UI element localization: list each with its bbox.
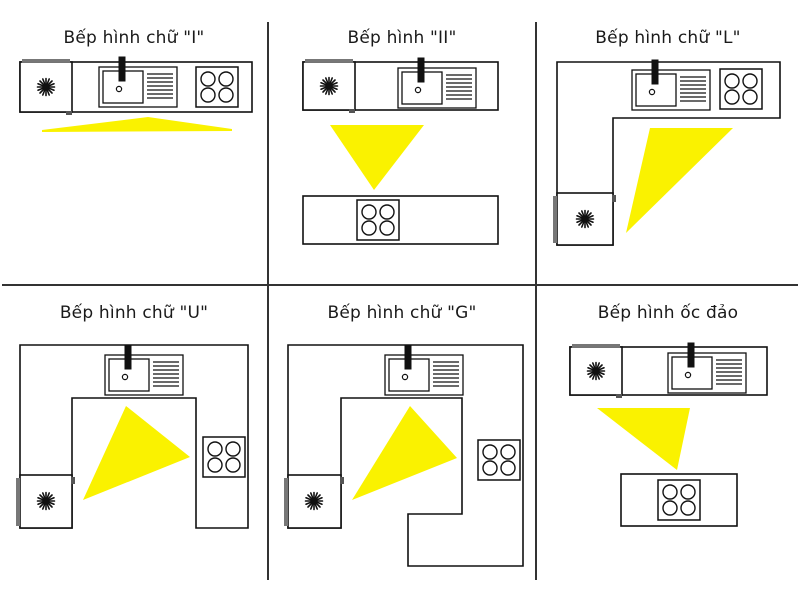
panel-u-shape	[16, 344, 249, 529]
work-triangle-l	[626, 128, 733, 233]
snowflake-icon	[319, 76, 339, 96]
snowflake-icon	[36, 491, 56, 511]
snowflake-icon	[586, 361, 606, 381]
four-burner-hob-icon	[356, 199, 400, 241]
work-triangle-ii	[330, 125, 424, 190]
panel-title-l-shape: Bếp hình chữ "L"	[595, 28, 741, 48]
panel-title-u-shape: Bếp hình chữ "U"	[59, 303, 209, 323]
snowflake-icon	[36, 77, 56, 97]
panel-title-island: Bếp hình ốc đảo	[597, 303, 739, 323]
snowflake-icon	[575, 209, 595, 229]
panel-dividers	[2, 22, 798, 580]
four-burner-hob-icon	[477, 439, 521, 481]
work-triangle-u	[83, 406, 190, 500]
panel-l-shape	[553, 59, 781, 246]
panel-title-i-shape: Bếp hình chữ "I"	[63, 28, 205, 48]
panel-island	[569, 342, 768, 527]
panel-g-shape	[284, 344, 524, 567]
counter-run-ii-lower	[302, 195, 499, 245]
work-triangle-island	[597, 408, 690, 470]
four-burner-hob-icon	[195, 66, 239, 108]
panel-title-g-shape: Bếp hình chữ "G"	[327, 303, 477, 323]
snowflake-icon	[304, 491, 324, 511]
four-burner-hob-icon	[202, 436, 246, 478]
panel-ii-shape	[302, 57, 499, 245]
work-triangle-i	[42, 117, 232, 132]
four-burner-hob-icon	[719, 68, 763, 110]
work-triangle-g	[352, 406, 457, 500]
four-burner-hob-icon	[657, 479, 701, 521]
panel-title-ii-shape: Bếp hình "II"	[347, 28, 457, 48]
panel-i-shape	[19, 56, 253, 132]
